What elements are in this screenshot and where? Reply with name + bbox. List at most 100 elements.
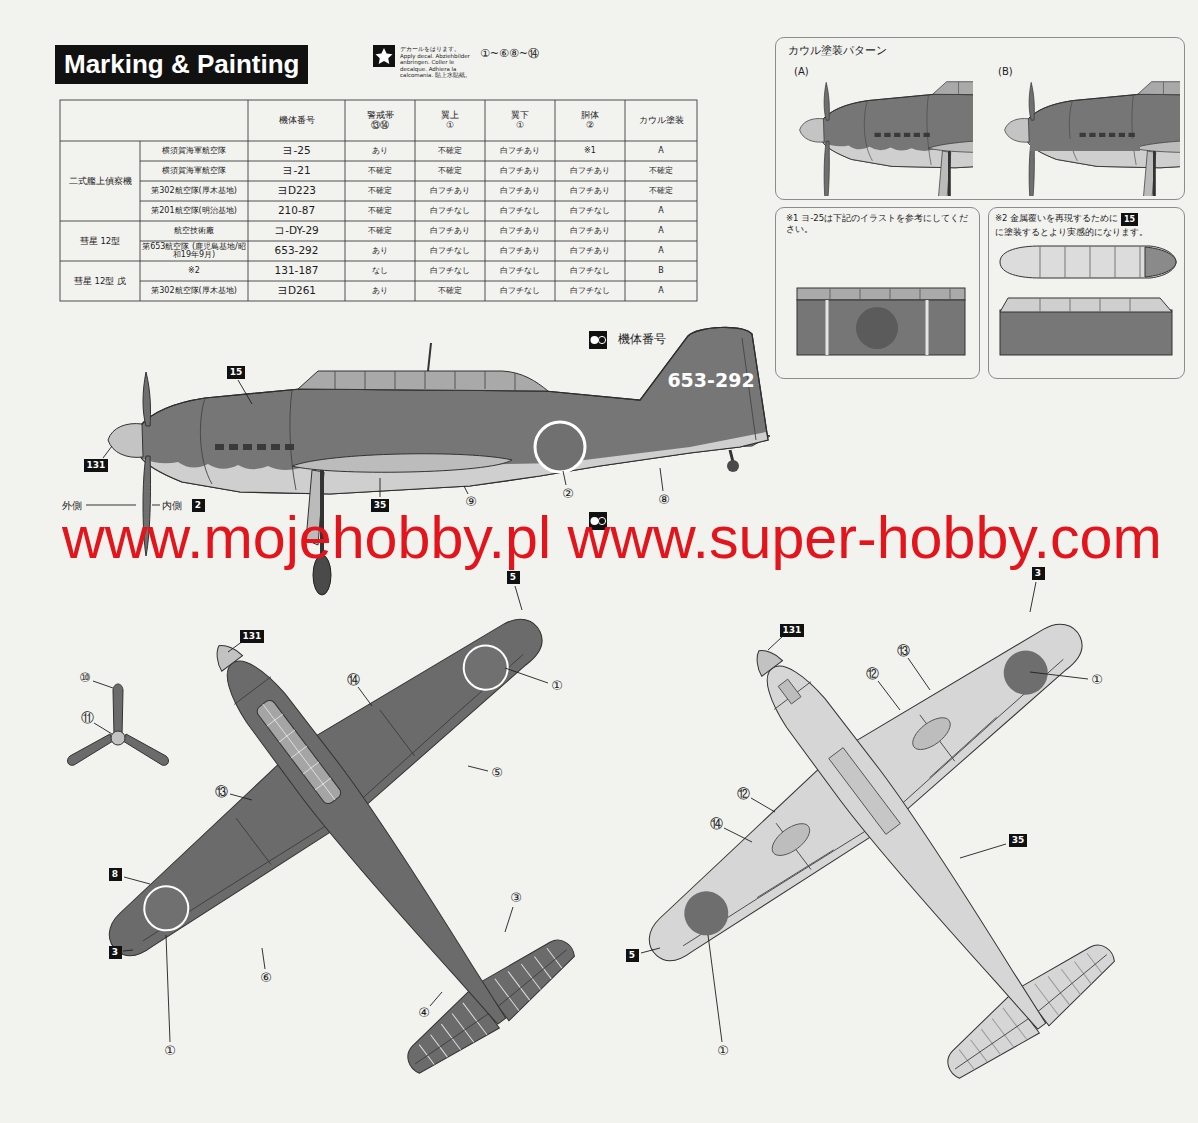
callout-number: ①: [550, 679, 564, 693]
table-cell: 白フチなし: [555, 281, 625, 301]
leader-line: [641, 948, 660, 953]
pattern-label: (B): [998, 66, 1013, 79]
color-callout-box: 5: [626, 949, 639, 962]
side-view-aircraft: [535, 422, 585, 472]
leader-line: [93, 681, 113, 688]
leader-line: [103, 446, 112, 458]
bottom-view-details: [829, 748, 901, 835]
pattern-label: (A): [794, 66, 809, 79]
leader-line: [86, 505, 136, 506]
table-cell: 不確定: [345, 221, 415, 241]
canopy-reference: [1000, 298, 1172, 312]
leader-line: [878, 681, 900, 710]
table-cell: 白フチあり: [415, 181, 485, 201]
table-cell: 白フチなし: [485, 261, 555, 281]
callout-number: 15: [1124, 214, 1135, 225]
callout-number: 5: [510, 572, 517, 583]
table-cell: 白フチあり: [555, 221, 625, 241]
table-cell: 白フチなし: [415, 241, 485, 261]
marking-label: 機体番号: [618, 333, 666, 346]
callout-number: ⑬: [214, 785, 229, 799]
callout-number: ⑧: [657, 493, 671, 507]
canopy-reference: [1040, 246, 1140, 278]
propeller-detail: [123, 734, 169, 765]
table-cell: 白フチあり: [555, 241, 625, 261]
callout-number: ⑩: [78, 671, 92, 685]
table-cell: 第302航空隊(厚木基地): [140, 181, 248, 201]
callout-number: ⑭: [709, 817, 724, 831]
table-cell: 白フチなし: [555, 261, 625, 281]
callout-number: 3: [112, 947, 119, 958]
decal-symbol: [591, 336, 599, 344]
note-panel: ※1 ヨ-25は下記のイラストを参考にしてください。: [775, 207, 980, 379]
side-view-aircraft: [143, 372, 151, 426]
leader-line: [380, 478, 381, 497]
leader-line: [768, 636, 783, 650]
leader-line: [660, 468, 663, 491]
callout-number: 35: [374, 500, 387, 511]
table-cell: ヨD261: [248, 281, 345, 301]
table-cell: 横須賀海軍航空隊: [140, 141, 248, 161]
callout-number: 3: [1035, 568, 1042, 579]
leader-line: [228, 641, 243, 652]
table-cell: ※1: [555, 141, 625, 161]
side-view-aircraft: [292, 454, 512, 473]
table-cell: 白フチなし: [555, 201, 625, 221]
table-cell: 不確定: [345, 161, 415, 181]
fuselage-reference: [830, 288, 950, 300]
table-header: カウル塗装: [625, 100, 697, 141]
cowl-pattern-b: [1005, 62, 1180, 196]
decal-note: デカールをはります。 Apply decal. Abziehbilder anb…: [400, 46, 476, 79]
table-cell: 白フチあり: [485, 221, 555, 241]
callout-number: ③: [509, 891, 523, 905]
table-cell: 白フチあり: [485, 161, 555, 181]
side-view-aircraft: [229, 444, 238, 450]
note-text: ※1 ヨ-25は下記のイラストを参考にしてください。: [786, 213, 969, 234]
leader-line: [262, 948, 265, 969]
callout-number: ⑭: [346, 673, 361, 687]
callout-number: ②: [561, 487, 575, 501]
canopy-reference: [1000, 246, 1176, 278]
leader-line: [123, 950, 133, 951]
table-cell: 白フチなし: [485, 201, 555, 221]
side-view-aircraft: [298, 371, 548, 391]
table-header: 警戒帯 ⑬⑭: [345, 100, 415, 141]
table-cell: 航空技術廠: [140, 221, 248, 241]
table-grid: [60, 100, 697, 301]
leader-line: [563, 471, 566, 485]
color-callout-box: 5: [507, 571, 520, 584]
watermark: www.mojehobby.pl www.super-hobby.com: [62, 508, 1162, 567]
leader-line: [166, 935, 170, 1042]
bottom-view-details: [663, 593, 1013, 920]
table-cell: A: [625, 281, 697, 301]
table-cell: 白フチなし: [415, 201, 485, 221]
leader-line: [505, 907, 513, 932]
side-view-aircraft: [141, 432, 768, 494]
color-callout-box: 8: [109, 868, 122, 881]
side-view-aircraft: [108, 424, 143, 458]
fuselage-reference: [797, 300, 965, 355]
propeller-detail: [113, 684, 123, 736]
table-cell: 653-292: [248, 241, 345, 261]
canopy-reference: [1145, 247, 1176, 277]
leader-line: [358, 687, 372, 706]
side-view-aircraft: [243, 444, 252, 450]
table-grid: [60, 141, 697, 281]
table-cell: ヨ-21: [248, 161, 345, 181]
table-cell: 第201航空隊(明治基地): [140, 201, 248, 221]
callout-number: ⑤: [490, 766, 504, 780]
callout-number: ①: [716, 1044, 730, 1058]
color-callout-box: 35: [371, 499, 390, 512]
propeller-detail: [111, 731, 125, 745]
table-header: 胴体 ②: [555, 100, 625, 141]
table-group: 二式艦上偵察機: [60, 141, 140, 221]
table-grid: [140, 100, 625, 301]
table-cell: A: [625, 201, 697, 221]
leader-line: [468, 766, 488, 771]
table-group: 彗星 12型: [60, 221, 140, 261]
table-cell: 第302航空隊(厚木基地): [140, 281, 248, 301]
callout-number: ⑪: [80, 711, 95, 725]
leader-line: [708, 935, 722, 1042]
side-view-aircraft: [335, 371, 515, 390]
decal-symbol: [598, 336, 605, 343]
